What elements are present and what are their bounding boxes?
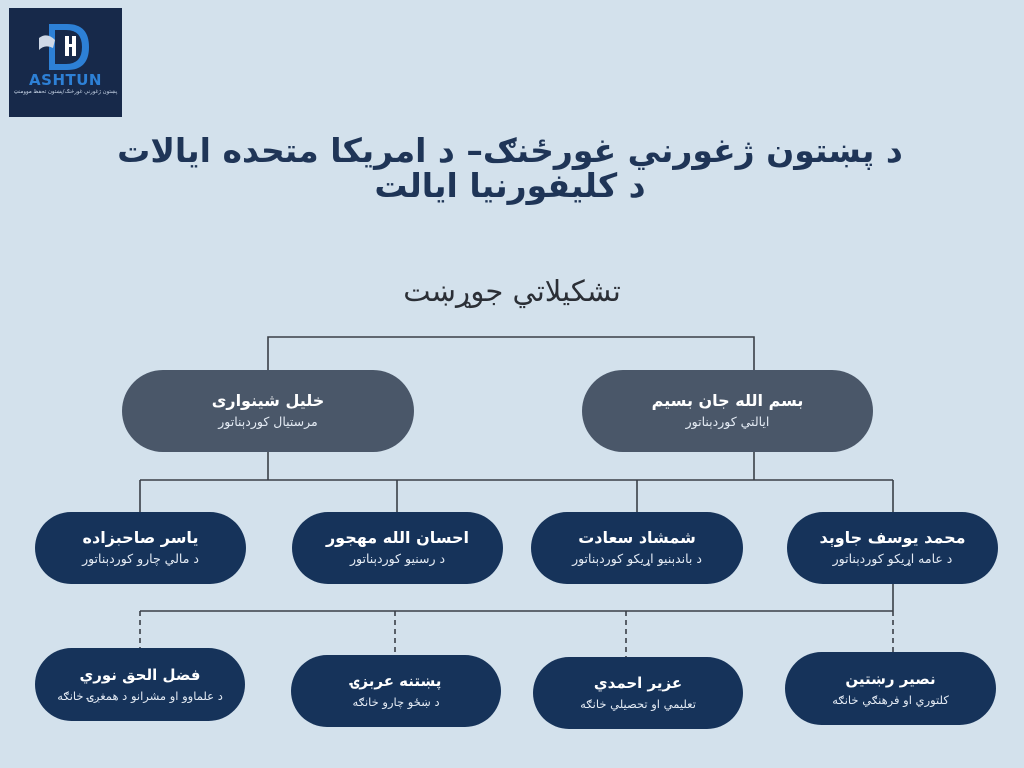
- node-role: د مالي چارو کوردېناتور: [82, 551, 199, 566]
- page-subtitle: تشکیلاتي جوړښت: [403, 274, 621, 308]
- node-scholars-elders-section: فضل الحق نوري د علماوو او مشرانو د همغږۍ…: [35, 648, 245, 721]
- node-name: بسم الله جان بسیم: [651, 391, 804, 410]
- page-title-line-2: د کلیفورنیا ایالت: [374, 166, 646, 205]
- node-role: د رسنیو کوردېناتور: [349, 551, 446, 566]
- node-role: مرستیال کوردېناتور: [218, 414, 318, 429]
- node-name: پښتنه عربزۍ: [350, 672, 442, 690]
- node-education-section: عزیر احمدي تعلیمي او تحصیلي خانګه: [533, 657, 743, 729]
- node-media: احسان الله مهجور د رسنیو کوردېناتور: [292, 512, 503, 584]
- node-name: شمشاد سعادت: [578, 528, 696, 547]
- node-role: د باندېنیو اړیکو کوردېناتور: [572, 551, 702, 566]
- node-name: نصیر رښتین: [845, 669, 936, 688]
- node-finance: یاسر صاحبزاده د مالي چارو کوردېناتور: [35, 512, 246, 584]
- logo-emblem-icon: [39, 24, 89, 70]
- node-name: خلیل شینواری: [211, 391, 325, 410]
- node-role: د عامه اړیکو کوردېناتور: [832, 551, 953, 566]
- node-name: عزیر احمدي: [593, 674, 683, 692]
- node-role: ایالتي کوردېناتور: [685, 414, 770, 429]
- logo: ASHTUN پښتون ژغورنې غورځنګ/پښتون تحفظ مو…: [9, 8, 122, 117]
- node-name: احسان الله مهجور: [325, 528, 470, 547]
- node-foreign-relations: شمشاد سعادت د باندېنیو اړیکو کوردېناتور: [531, 512, 743, 584]
- node-role: د ښځو چارو خانګه: [352, 695, 440, 709]
- node-name: فضل الحق نوري: [79, 665, 201, 684]
- node-cultural-section: نصیر رښتین کلتوري او فرهنګي خانګه: [785, 652, 996, 725]
- node-name: محمد یوسف جاوېد: [819, 528, 966, 547]
- node-public-relations: محمد یوسف جاوېد د عامه اړیکو کوردېناتور: [787, 512, 998, 584]
- logo-tagline: پښتون ژغورنې غورځنګ/پښتون تحفظ موومنټ: [13, 89, 118, 95]
- page-title-line-1: د پښتون ژغورني غورځنګ– د امریکا متحده ای…: [117, 131, 903, 170]
- node-role: د علماوو او مشرانو د همغږۍ خانګه: [57, 688, 223, 703]
- connector-title-to-top: [267, 336, 755, 370]
- node-name: یاسر صاحبزاده: [82, 528, 199, 547]
- node-deputy-coordinator: خلیل شینواری مرستیال کوردېناتور: [122, 370, 414, 452]
- node-role: کلتوري او فرهنګي خانګه: [832, 692, 949, 707]
- node-state-coordinator: بسم الله جان بسیم ایالتي کوردېناتور: [582, 370, 873, 452]
- node-role: تعلیمي او تحصیلي خانګه: [580, 697, 696, 711]
- node-women-affairs-section: پښتنه عربزۍ د ښځو چارو خانګه: [291, 655, 501, 727]
- logo-wordmark: ASHTUN: [29, 71, 102, 89]
